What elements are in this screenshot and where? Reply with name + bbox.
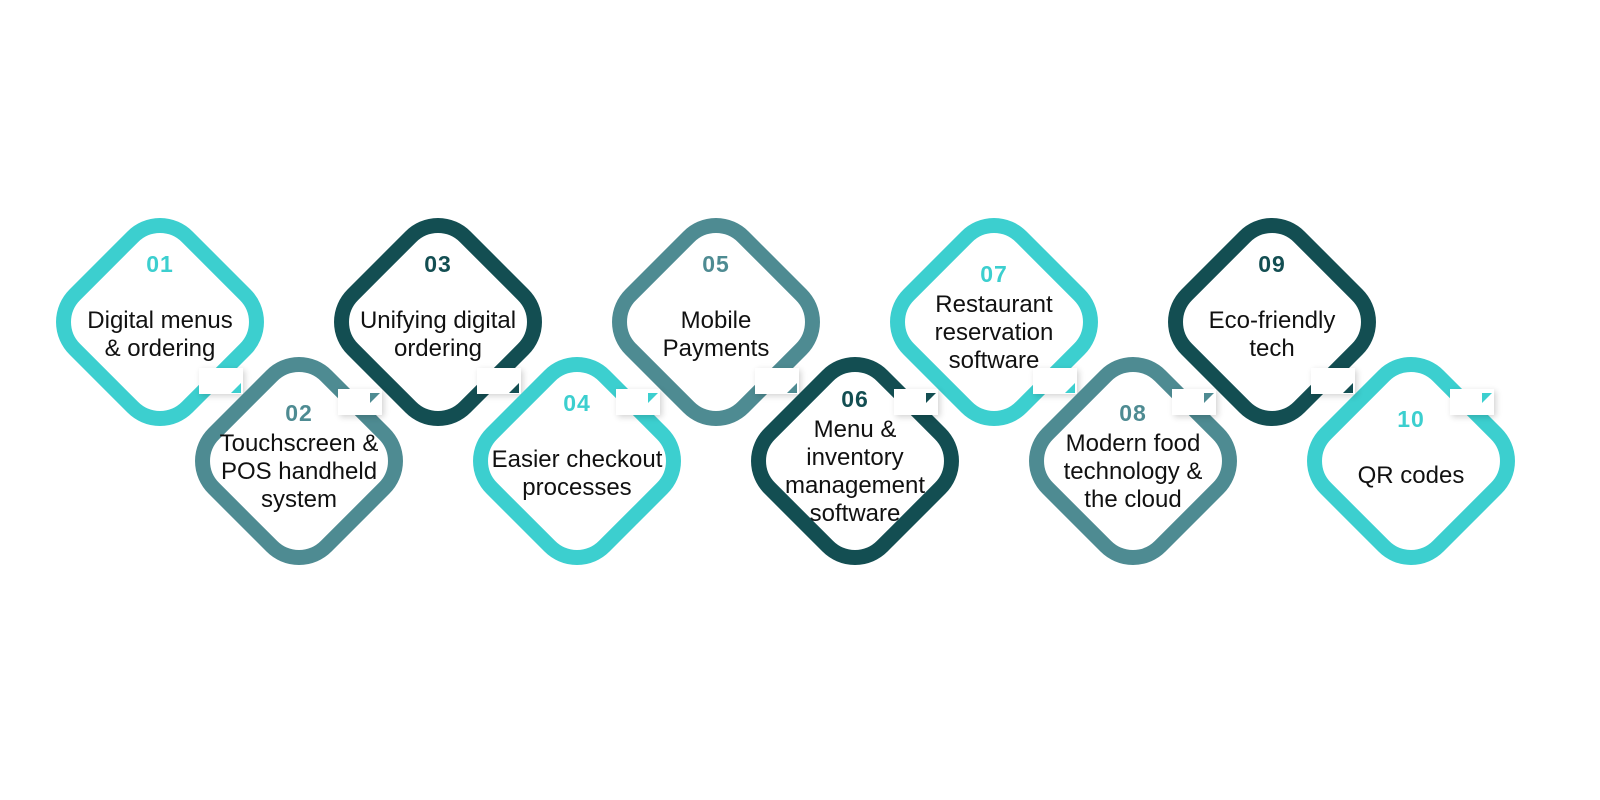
corner-fold-triangle [1204, 393, 1214, 403]
corner-fold-triangle [370, 393, 380, 403]
step-number: 01 [146, 251, 174, 277]
step-label-line: tech [1249, 335, 1295, 362]
step-label-line: Mobile [680, 307, 752, 334]
step-10: 10 QR codes [1286, 336, 1536, 586]
step-label-line: Menu & [813, 416, 897, 443]
corner-fold-triangle [1482, 393, 1492, 403]
step-number: 02 [285, 400, 313, 426]
step-label-line: technology & [1063, 458, 1203, 485]
step-label-line: Modern food [1065, 430, 1201, 457]
step-label-line: Digital menus [87, 307, 233, 334]
step-label-line: Unifying digital [359, 307, 517, 334]
step-number: 06 [841, 386, 869, 412]
step-number: 08 [1119, 400, 1147, 426]
step-label-line: the cloud [1084, 486, 1182, 513]
step-number: 10 [1397, 406, 1425, 432]
step-label-line: QR codes [1357, 462, 1465, 489]
step-number: 05 [702, 251, 730, 277]
step-number: 07 [980, 261, 1008, 287]
step-label-line: reservation [934, 319, 1054, 346]
corner-fold-triangle [648, 393, 658, 403]
step-label-line: & ordering [104, 335, 216, 362]
step-label-line: inventory [806, 444, 904, 471]
corner-fold-triangle [926, 393, 936, 403]
step-label-line: Touchscreen & [219, 430, 379, 457]
step-label: QR codes [1311, 462, 1511, 490]
step-label-line: processes [522, 474, 632, 501]
step-label-line: Payments [662, 335, 770, 362]
corner-fold-triangle [1065, 383, 1075, 393]
step-number: 09 [1258, 251, 1286, 277]
step-label-line: ordering [393, 335, 483, 362]
step-label-line: system [260, 486, 337, 513]
step-number: 04 [563, 390, 591, 416]
step-label-line: software [948, 347, 1040, 374]
step-label-line: Eco-friendly [1208, 307, 1336, 334]
step-label: Digital menus& ordering [60, 307, 260, 363]
step-label-line: Restaurant [935, 291, 1053, 318]
step-number: 03 [424, 251, 452, 277]
corner-fold-triangle [787, 383, 797, 393]
step-label-line: Easier checkout [491, 446, 663, 473]
step-label-line: POS handheld [220, 458, 378, 485]
corner-fold-triangle [1343, 383, 1353, 393]
step-label-line: software [809, 500, 901, 527]
corner-fold-triangle [231, 383, 241, 393]
step-label-line: management [784, 472, 926, 499]
corner-fold-triangle [509, 383, 519, 393]
